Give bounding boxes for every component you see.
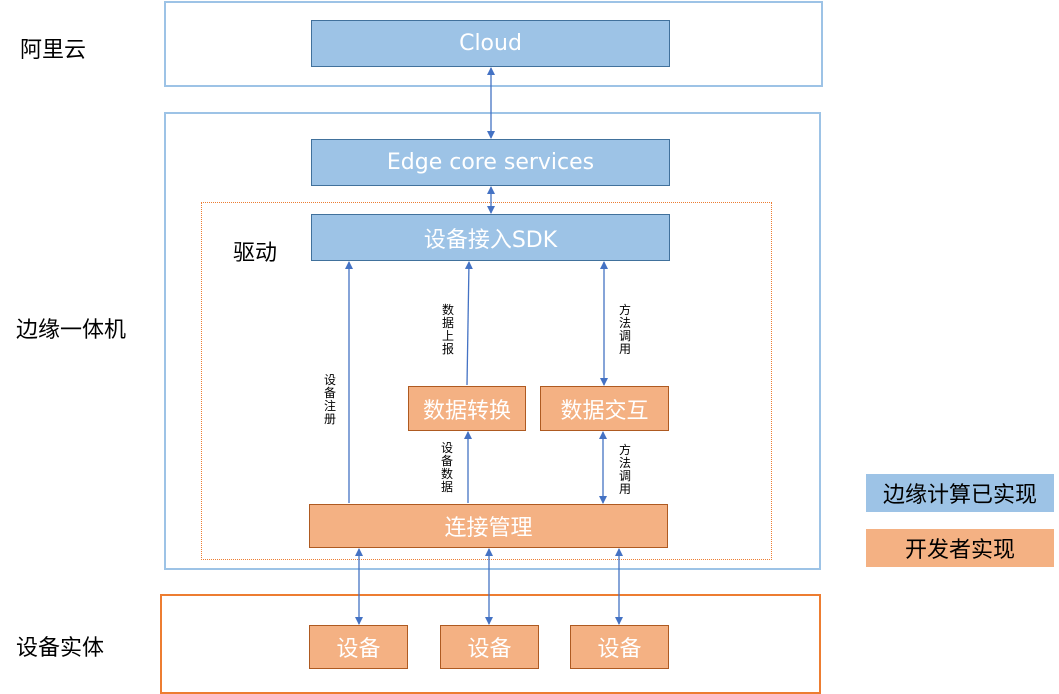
device-box-3: 设备 [570, 625, 669, 669]
device-box-2: 设备 [440, 625, 539, 669]
device-access-sdk-box: 设备接入SDK [311, 214, 670, 261]
cloud-box: Cloud [311, 20, 670, 67]
connection-management-box: 连接管理 [309, 504, 668, 548]
edge-machine-label: 边缘一体机 [16, 318, 127, 343]
method-call-top-label: 方法调用 [618, 303, 631, 356]
device-data-label: 设备数据 [440, 441, 453, 494]
device-register-label: 设备注册 [323, 373, 336, 426]
data-report-arrow [464, 261, 473, 386]
data-interact-box: 数据交互 [540, 386, 669, 431]
aliyun-label: 阿里云 [20, 38, 87, 63]
data-convert-box: 数据转换 [408, 386, 526, 431]
edge-core-services-box: Edge core services [311, 139, 670, 186]
driver-label: 驱动 [233, 241, 278, 266]
device-entity-label: 设备实体 [16, 636, 105, 661]
legend-implemented: 边缘计算已实现 [866, 474, 1054, 512]
device-box-1: 设备 [309, 625, 408, 669]
data-report-label: 数据上报 [441, 303, 454, 356]
legend-developer: 开发者实现 [866, 529, 1054, 567]
method-call-bottom-label: 方法调用 [618, 443, 631, 496]
